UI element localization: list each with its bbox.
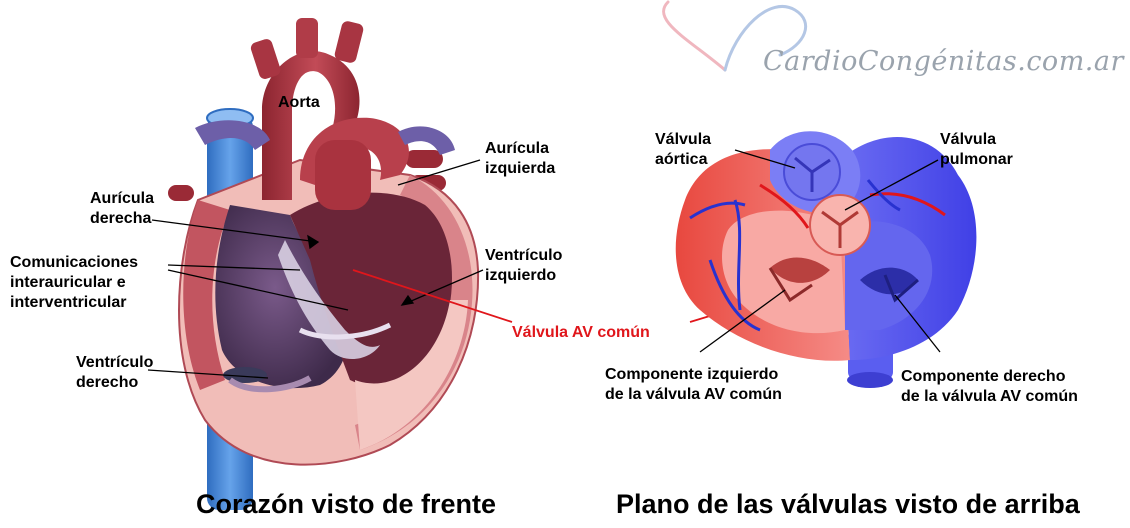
label-valvula-pulmonar-line1: Válvula — [940, 130, 1013, 150]
label-auricula-derecha: Aurícula derecha — [90, 189, 154, 229]
label-ventriculo-derecho: Ventrículo derecho — [76, 353, 153, 393]
valve-plane-illustration — [676, 131, 977, 388]
label-valvula-pulmonar: Válvula pulmonar — [940, 130, 1013, 170]
label-valvula-aortica-line1: Válvula — [655, 130, 711, 150]
label-auricula-izquierda: Aurícula izquierda — [485, 139, 555, 179]
label-ventriculo-derecho-line1: Ventrículo — [76, 353, 153, 373]
label-ventriculo-izquierdo-line2: izquierdo — [485, 266, 562, 286]
label-comunicaciones-line1: Comunicaciones — [10, 253, 138, 273]
label-comunicaciones: Comunicaciones interauricular e interven… — [10, 253, 138, 313]
label-componente-izquierdo-line1: Componente izquierdo — [605, 365, 782, 385]
label-auricula-derecha-line2: derecha — [90, 209, 154, 229]
label-ventriculo-izquierdo-line1: Ventrículo — [485, 246, 562, 266]
heart-illustration — [168, 18, 478, 510]
label-auricula-izquierda-line2: izquierda — [485, 159, 555, 179]
label-componente-derecho: Componente derecho de la válvula AV comú… — [901, 367, 1078, 407]
label-componente-izquierdo-line2: de la válvula AV común — [605, 385, 782, 405]
label-ventriculo-izquierdo: Ventrículo izquierdo — [485, 246, 562, 286]
label-ventriculo-derecho-line2: derecho — [76, 373, 153, 393]
label-valvula-pulmonar-line2: pulmonar — [940, 150, 1013, 170]
label-componente-derecho-line2: de la válvula AV común — [901, 387, 1078, 407]
label-auricula-derecha-line1: Aurícula — [90, 189, 154, 209]
caption-left: Corazón visto de frente — [196, 489, 496, 520]
label-auricula-izquierda-line1: Aurícula — [485, 139, 555, 159]
label-componente-derecho-line1: Componente derecho — [901, 367, 1078, 387]
brand-watermark: CardioCongénitas.com.ar — [763, 46, 1124, 77]
label-valvula-aortica: Válvula aórtica — [655, 130, 711, 170]
label-comunicaciones-line3: interventricular — [10, 293, 138, 313]
label-componente-izquierdo: Componente izquierdo de la válvula AV co… — [605, 365, 782, 405]
label-valvula-aortica-line2: aórtica — [655, 150, 711, 170]
label-aorta: Aorta — [278, 93, 320, 113]
label-comunicaciones-line2: interauricular e — [10, 273, 138, 293]
label-valvula-av-comun: Válvula AV común — [512, 323, 650, 343]
caption-right: Plano de las válvulas visto de arriba — [616, 489, 1080, 520]
